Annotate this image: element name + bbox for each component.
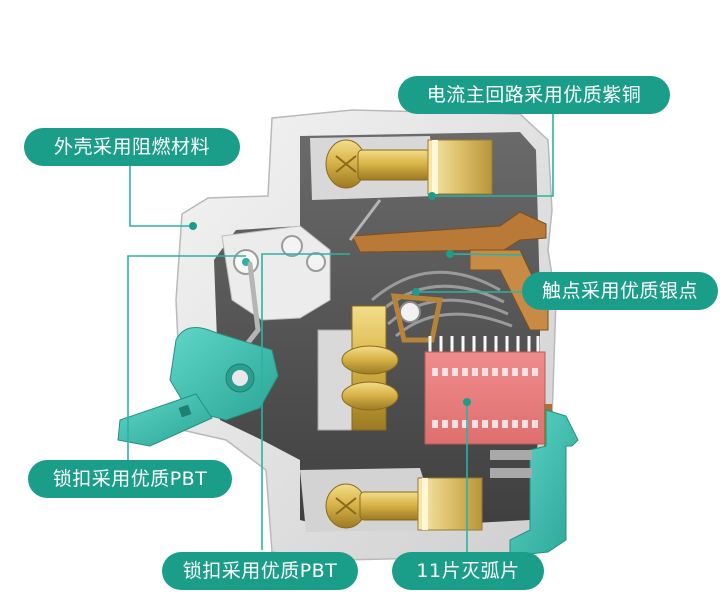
callout-main-circuit-copper: 电流主回路采用优质紫铜	[398, 76, 670, 114]
callout-pbt-latch-left: 锁扣采用优质PBT	[28, 460, 232, 498]
upper-terminal-screw	[325, 139, 431, 189]
callout-pbt-latch-bottom: 锁扣采用优质PBT	[162, 552, 358, 590]
callout-silver-contacts: 触点采用优质银点	[522, 272, 718, 310]
callout-flame-retardant-housing: 外壳采用阻燃材料	[24, 128, 240, 166]
arc-chute	[424, 336, 552, 448]
lower-terminal-screw	[325, 483, 425, 529]
handle-lever	[117, 327, 279, 447]
callout-arc-extinguishing-plates: 11片灭弧片	[392, 552, 544, 590]
